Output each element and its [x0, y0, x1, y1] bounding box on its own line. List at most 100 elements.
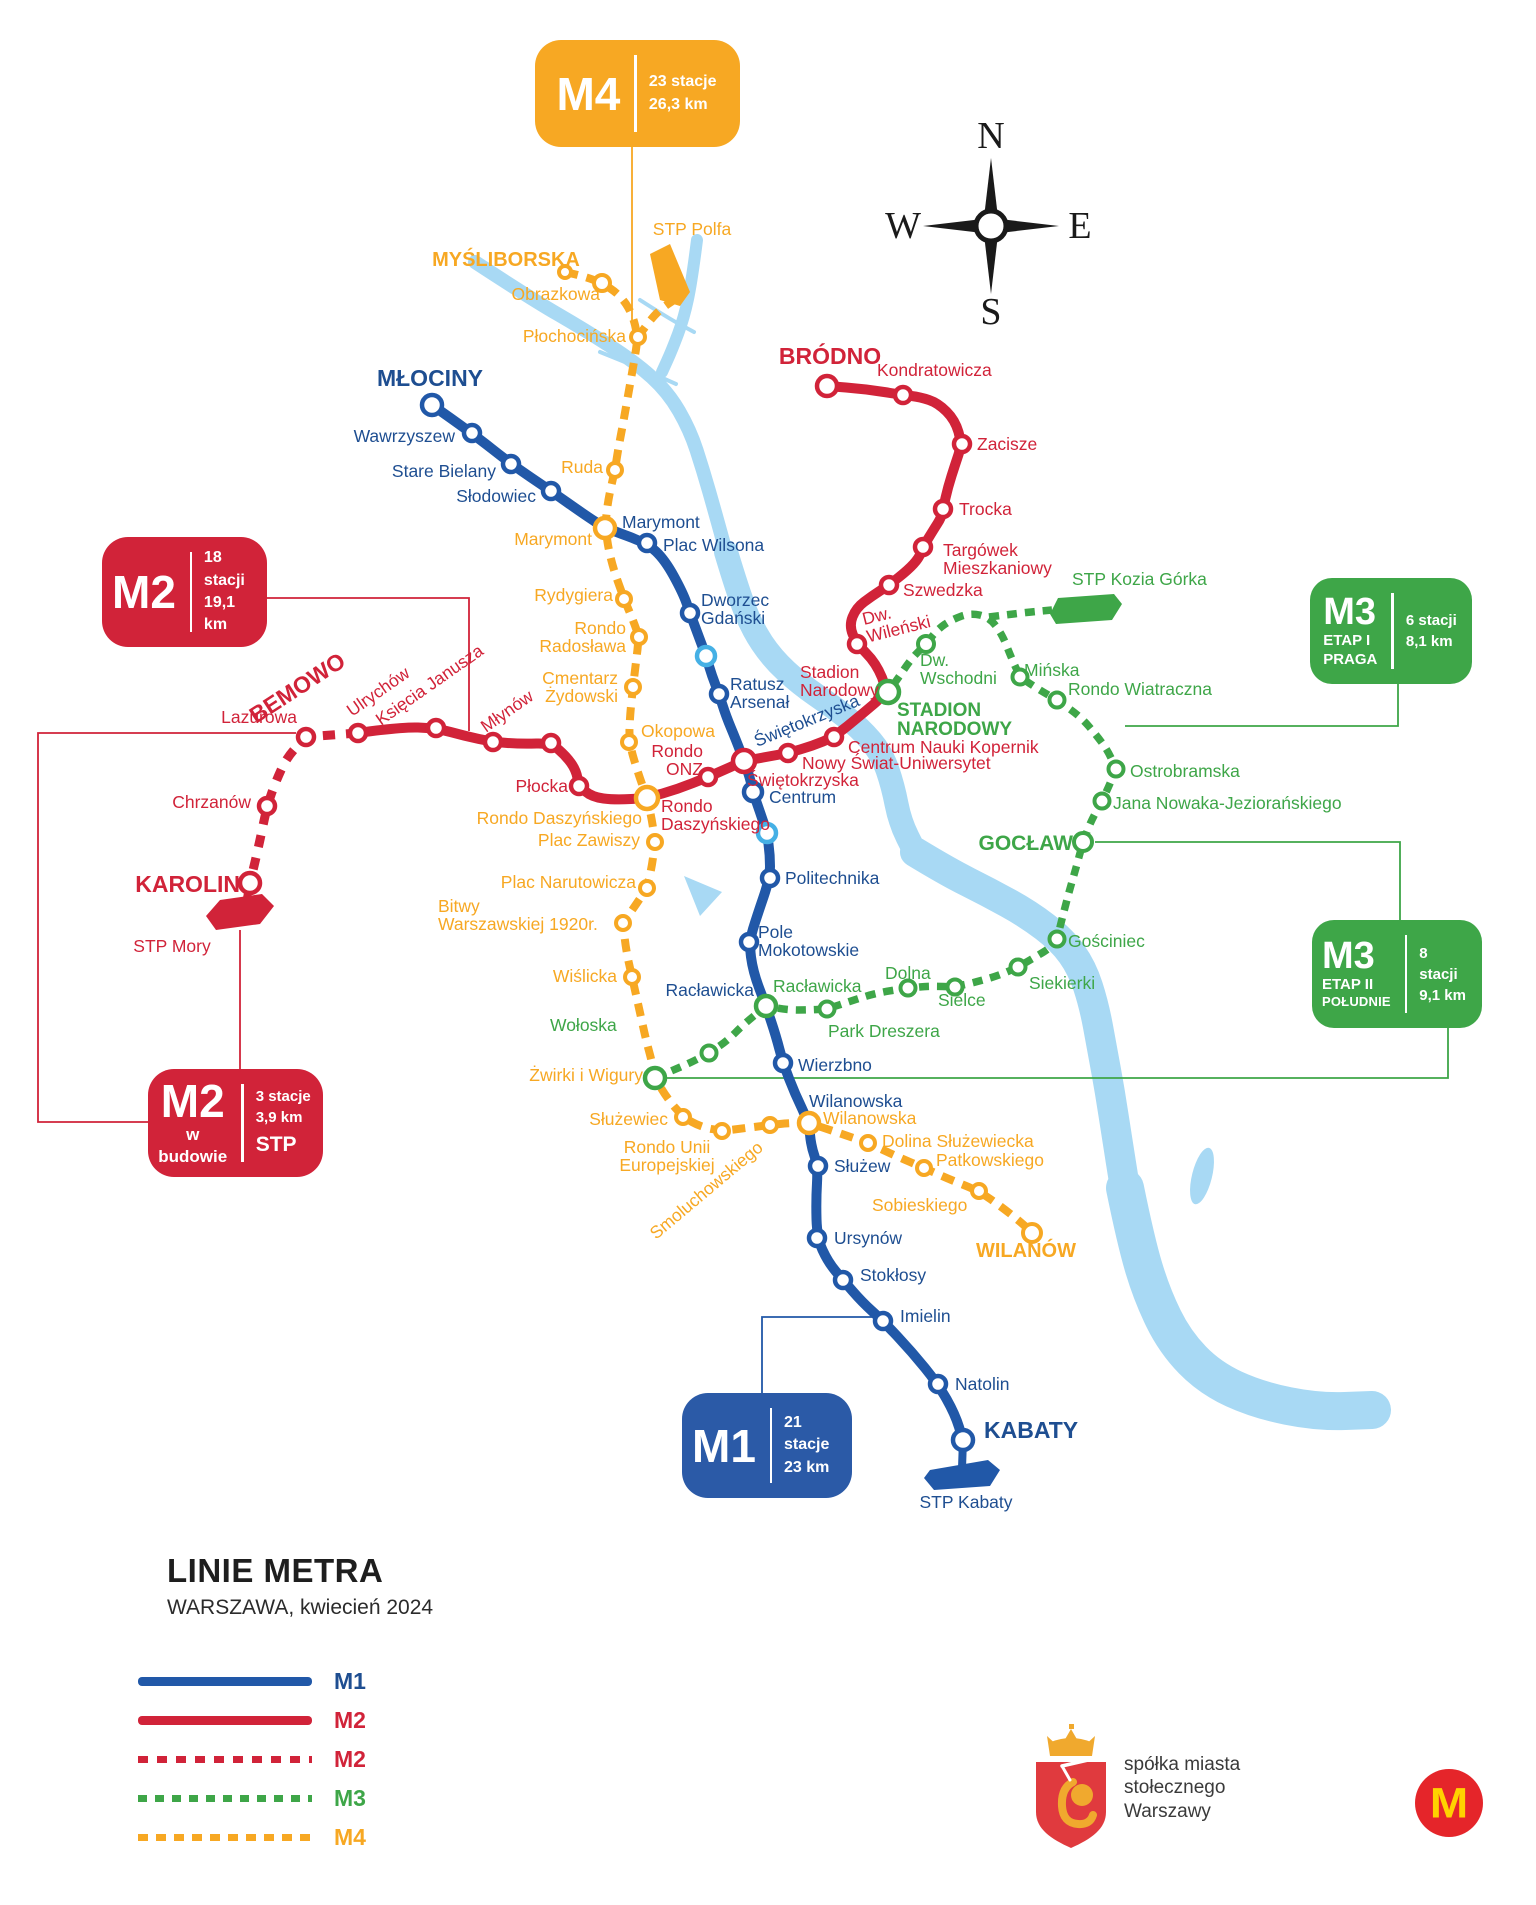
station-dot — [915, 1159, 933, 1177]
station-dot — [347, 722, 369, 744]
station-dot — [777, 742, 799, 764]
station-label: Wilanowska — [823, 1108, 917, 1128]
city-logo-line: spółka miasta — [1124, 1754, 1241, 1776]
compass-letter: S — [980, 291, 1001, 333]
station-dot — [237, 870, 263, 896]
legend-label: M4 — [334, 1824, 366, 1850]
callout-line — [37, 732, 296, 1123]
station-label: Siekierki — [1029, 973, 1095, 993]
legend-swatch-m2-dashed — [138, 1756, 312, 1763]
station-label: Obrazkowa — [511, 284, 600, 304]
station-label: STP Kabaty — [919, 1492, 1012, 1512]
station-dot — [817, 999, 837, 1019]
station-dot — [916, 634, 936, 654]
station-label: Rydygiera — [534, 585, 613, 605]
station-label: Rondo Daszyńskiego — [477, 808, 642, 828]
station-label: Gościniec — [1068, 931, 1145, 951]
station-dot — [878, 574, 900, 596]
station-label: MŁOCINY — [377, 365, 483, 391]
compass-letter: E — [1068, 205, 1091, 247]
station-label: Dolina Służewiecka — [882, 1131, 1034, 1151]
station-dot — [874, 678, 902, 706]
legend-row: M2 — [138, 1701, 366, 1740]
badge-stat: 21 stacje — [783, 1413, 830, 1454]
station-dot — [615, 590, 633, 608]
station-dot — [859, 1134, 877, 1152]
river — [1106, 1169, 1391, 1431]
line-badge-m2-under-construction: M2 w budowie 3 stacje 3,9 km STP — [148, 1069, 323, 1177]
warsaw-metro-logo: M — [1415, 1769, 1483, 1837]
station-dot — [642, 1065, 668, 1091]
badge-line-name: M2 — [112, 566, 176, 618]
badge-stat: STP — [255, 1133, 297, 1157]
river — [900, 837, 1140, 1203]
station-dot — [708, 683, 730, 705]
badge-stat: 8,1 km — [1405, 633, 1453, 650]
station-label: Szwedzka — [903, 580, 983, 600]
station-dot — [540, 480, 562, 502]
legend-swatch-m2-solid — [138, 1716, 312, 1725]
station-label: STP Polfa — [653, 219, 732, 239]
compass-letter: N — [977, 115, 1004, 157]
station-dot — [630, 628, 648, 646]
station-label: Trocka — [959, 499, 1012, 519]
badge-divider — [1391, 593, 1394, 669]
station-dot — [872, 1310, 894, 1332]
river — [638, 298, 696, 334]
station-label: Marymont — [622, 512, 700, 532]
station-dot — [419, 392, 445, 418]
station-label: Dw.Wschodni — [920, 650, 997, 688]
legend-swatch-m1-solid — [138, 1677, 312, 1686]
metro-line-m3-spur — [988, 606, 1053, 621]
station-label: Racławicka — [666, 980, 755, 1000]
badge-subtitle: ETAP I — [1323, 631, 1371, 649]
station-label: Patkowskiego — [936, 1150, 1044, 1170]
river — [656, 234, 703, 378]
station-label: Stokłosy — [860, 1265, 926, 1285]
station-label: Płocka — [515, 776, 568, 796]
station-dot — [1092, 791, 1112, 811]
station-dot — [694, 644, 718, 668]
badge-line-name: M2 — [160, 1074, 225, 1127]
station-dot — [1021, 1222, 1043, 1244]
station-dot — [932, 498, 954, 520]
station-label: Dolna — [885, 963, 931, 983]
station-dot — [898, 978, 918, 998]
station-dot — [1072, 831, 1094, 853]
station-label: Sobieskiego — [872, 1195, 967, 1215]
station-dot — [823, 726, 845, 748]
badge-stat: 18 stacji — [203, 549, 245, 589]
legend-label: M2 — [334, 1746, 366, 1772]
badge-divider — [769, 1408, 772, 1483]
station-label: BRÓDNO — [779, 342, 881, 369]
station-dot — [674, 1108, 692, 1126]
line-badge-m3-etap2: M3 ETAP II POŁUDNIE 8 stacji 9,1 km — [1312, 920, 1482, 1028]
legend-swatch-m4-dashed — [138, 1834, 312, 1841]
station-dot — [772, 1052, 794, 1074]
station-label: Plac Narutowicza — [501, 872, 636, 892]
depot-stp-kabaty — [924, 1460, 1000, 1490]
station-dot — [638, 879, 656, 897]
station-dot — [741, 780, 765, 804]
station-dot — [620, 733, 638, 751]
badge-stat: 26,3 km — [648, 95, 708, 113]
station-dot — [796, 1110, 822, 1136]
legend-row: M4 — [138, 1818, 366, 1857]
page-title: LINIE METRA — [167, 1552, 384, 1589]
station-dot — [846, 633, 868, 655]
badge-stat: 3 stacje — [255, 1088, 311, 1106]
callout-line — [1095, 841, 1401, 920]
badge-stat: 23 km — [783, 1458, 830, 1476]
station-label: Słodowiec — [456, 486, 536, 506]
station-label: Wołoska — [550, 1015, 617, 1035]
station-label: Okopowa — [641, 721, 715, 741]
station-label: Plac Wilsona — [663, 535, 764, 555]
station-label: KABATY — [984, 1417, 1078, 1443]
depot-stp-mory — [206, 894, 274, 930]
station-label: Chrzanów — [172, 792, 251, 812]
